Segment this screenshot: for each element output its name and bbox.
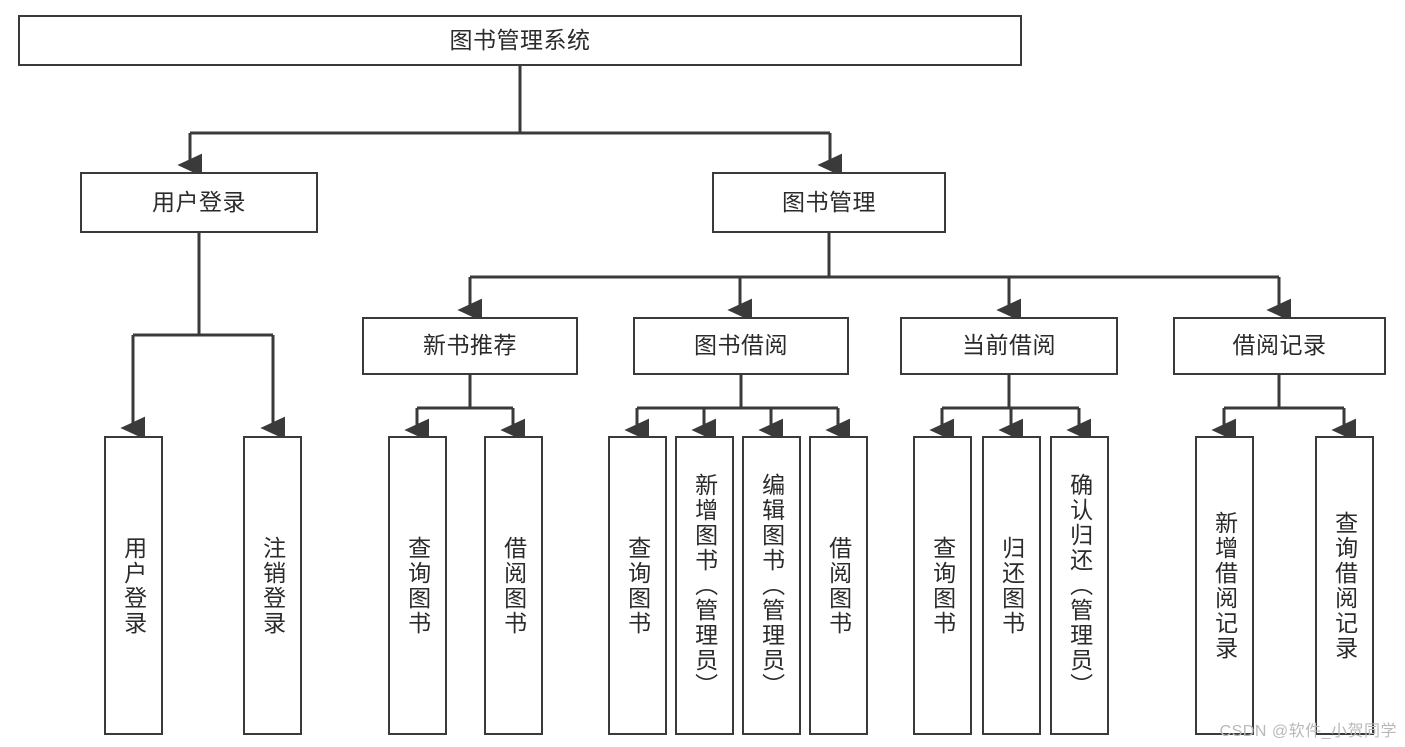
leaf-current-return-book[interactable]: 归还图书: [982, 436, 1041, 735]
leaf-new-book-borrow[interactable]: 借阅图书: [484, 436, 543, 735]
leaf-record-add-record[interactable]: 新增借阅记录: [1195, 436, 1254, 735]
watermark: CSDN @软件_小贺同学: [1219, 723, 1397, 740]
node-label: 图书管理: [782, 188, 876, 215]
node-label: 查询图书: [404, 535, 431, 636]
leaf-new-book-query[interactable]: 查询图书: [388, 436, 447, 735]
node-label: 借阅图书: [500, 535, 527, 636]
node-label: 用户登录: [152, 188, 246, 215]
leaf-borrow-edit-book[interactable]: 编辑图书（管理员）: [742, 436, 801, 735]
node-label: 确认归还（管理员）: [1066, 473, 1093, 698]
node-label: 查询图书: [624, 535, 651, 636]
leaf-user-login-login[interactable]: 用户登录: [104, 436, 163, 735]
leaf-borrow-borrow-book[interactable]: 借阅图书: [809, 436, 868, 735]
node-label: 注销登录: [259, 535, 286, 636]
node-new-book-recommend[interactable]: 新书推荐: [362, 317, 578, 375]
node-label: 当前借阅: [962, 332, 1056, 359]
leaf-record-query-record[interactable]: 查询借阅记录: [1315, 436, 1374, 735]
node-label: 借阅记录: [1232, 332, 1327, 359]
node-root-system[interactable]: 图书管理系统: [18, 15, 1022, 66]
node-book-management[interactable]: 图书管理: [712, 172, 946, 233]
node-user-login[interactable]: 用户登录: [80, 172, 318, 233]
node-label: 用户登录: [120, 535, 147, 636]
node-label: 归还图书: [998, 535, 1025, 636]
node-label: 新书推荐: [423, 332, 517, 359]
leaf-user-login-logout[interactable]: 注销登录: [243, 436, 302, 735]
node-label: 借阅图书: [825, 535, 852, 636]
leaf-current-confirm-return[interactable]: 确认归还（管理员）: [1050, 436, 1109, 735]
node-label: 新增借阅记录: [1211, 510, 1238, 661]
node-book-borrow[interactable]: 图书借阅: [633, 317, 849, 375]
leaf-current-query-book[interactable]: 查询图书: [913, 436, 972, 735]
leaf-borrow-query-book[interactable]: 查询图书: [608, 436, 667, 735]
node-label: 新增图书（管理员）: [691, 473, 718, 698]
node-label: 查询图书: [929, 535, 956, 636]
node-label: 图书管理系统: [449, 26, 591, 53]
node-label: 查询借阅记录: [1331, 510, 1358, 661]
node-borrow-record[interactable]: 借阅记录: [1173, 317, 1386, 375]
leaf-borrow-add-book[interactable]: 新增图书（管理员）: [675, 436, 734, 735]
node-label: 编辑图书（管理员）: [758, 473, 785, 698]
node-label: 图书借阅: [694, 332, 788, 359]
node-current-borrow[interactable]: 当前借阅: [900, 317, 1118, 375]
